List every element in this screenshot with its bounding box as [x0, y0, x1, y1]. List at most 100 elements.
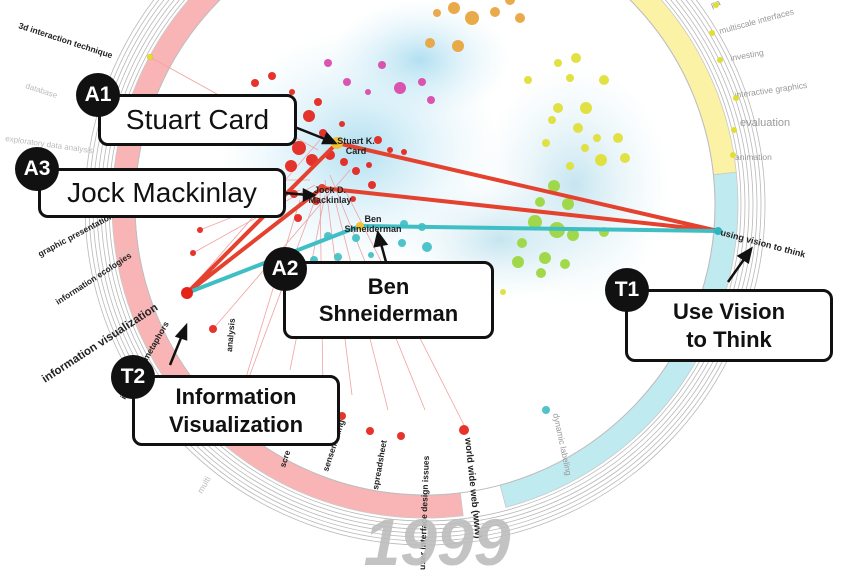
node-dot [334, 253, 342, 261]
topic-label: database [24, 81, 59, 100]
link-card-infovis [185, 141, 339, 295]
node-dot [401, 149, 407, 155]
topic-label: spreadsheet [370, 439, 389, 490]
node-shneiderman [356, 222, 364, 230]
node-dot [517, 238, 527, 248]
node-dot [285, 160, 297, 172]
node-dot [620, 153, 630, 163]
node-dot [505, 0, 515, 5]
node-dot [378, 61, 386, 69]
node-dot [524, 76, 532, 84]
node-dot [422, 242, 432, 252]
node-dot [548, 180, 560, 192]
link-shneiderman-vision [358, 224, 720, 233]
node-dot [566, 162, 574, 170]
node-dot [366, 162, 372, 168]
topic-label: user interface design issues [417, 455, 431, 570]
node-dot [613, 133, 623, 143]
node-dot [294, 214, 302, 222]
node-dot [465, 11, 479, 25]
callout-stuart-card: Stuart Card [98, 94, 297, 146]
badge-t2: T2 [111, 355, 155, 399]
node-dot [539, 252, 551, 264]
badge-a1: A1 [76, 73, 120, 117]
node-dot [397, 432, 405, 440]
callout-use-vision-to-think-text: Use Vision to Think [672, 299, 786, 352]
topic-anchor-dot [733, 95, 739, 101]
node-dot [339, 121, 345, 127]
topic-label: interactive graphics [734, 80, 808, 100]
node-dot [536, 268, 546, 278]
link-card-vision [335, 141, 720, 233]
link-mackinlay-vision [320, 186, 720, 233]
node-dot [387, 147, 393, 153]
callout-arrows [168, 124, 753, 366]
node-dot [368, 181, 376, 189]
node-dot [593, 134, 601, 142]
topic-anchor-dot [717, 57, 723, 63]
topic-label: investing [730, 47, 765, 63]
badge-a3: A3 [15, 147, 59, 191]
node-infovis [181, 287, 193, 299]
node-dot [566, 74, 574, 82]
node-dot [512, 256, 524, 268]
callout-jock-mackinlay-text: Jock Mackinlay [67, 177, 257, 208]
node-dot [352, 167, 360, 175]
node-dot [319, 129, 327, 137]
year-watermark: 1999 [364, 505, 511, 573]
node-dot [303, 110, 315, 122]
callout-ben-shneiderman-text: Ben Shneiderman [318, 273, 459, 327]
node-dot [292, 141, 306, 155]
node-dot [350, 196, 356, 202]
node-dot [515, 13, 525, 23]
node-dot [289, 89, 295, 95]
node-dot [573, 123, 583, 133]
node-dots [190, 0, 630, 440]
node-dot [548, 116, 556, 124]
node-dot [599, 75, 609, 85]
node-dot [452, 40, 464, 52]
topic-label: multi [195, 474, 213, 495]
callout-stuart-card-text: Stuart Card [125, 104, 270, 135]
label-jock-d-mackinlay: Jock D.Mackinlay [308, 185, 351, 205]
node-dot [190, 250, 196, 256]
node-dot [571, 53, 581, 63]
node-dot [425, 38, 435, 48]
node-vision [714, 227, 722, 235]
node-mackinlay [318, 184, 326, 192]
node-dot [365, 89, 371, 95]
link-mackinlay-infovis [185, 186, 324, 295]
node-dot [554, 59, 562, 67]
callout-jock-mackinlay: Jock Mackinlay [38, 168, 286, 218]
label-stuart-k-card: Stuart K.Card [337, 136, 375, 156]
node-dot [343, 78, 351, 86]
node-dot [580, 102, 592, 114]
highlight-links [185, 141, 720, 295]
node-dot [366, 427, 374, 435]
node-dot [418, 78, 426, 86]
node-dot [398, 239, 406, 247]
topic-label: animation [735, 152, 772, 162]
node-dot [542, 139, 550, 147]
topic-anchor-dot [731, 127, 737, 133]
node-dot [251, 79, 259, 87]
topic-anchor-dot [713, 2, 719, 8]
node-dot [459, 425, 469, 435]
node-dot [368, 252, 374, 258]
node-dot [581, 144, 589, 152]
topic-label: multiscale interfaces [718, 6, 795, 36]
node-dot [553, 103, 563, 113]
node-dot [314, 98, 322, 106]
node-dot [312, 197, 320, 205]
callout-use-vision-to-think: Use Vision to Think [625, 289, 833, 362]
node-dot [338, 412, 346, 420]
node-dot [562, 198, 574, 210]
node-dot [448, 2, 460, 14]
callout-information-visualization: Information Visualization [132, 375, 340, 446]
node-dot [560, 259, 570, 269]
topic-line [244, 199, 316, 389]
